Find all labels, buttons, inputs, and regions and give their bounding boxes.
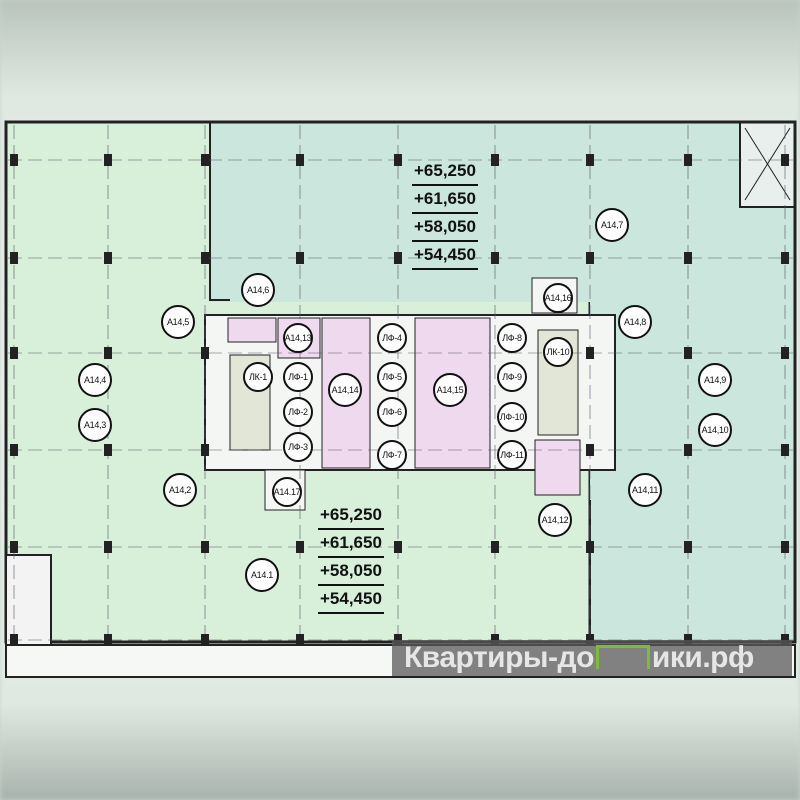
column xyxy=(781,252,789,264)
column xyxy=(296,634,304,646)
elevation-stack-top: +65,250 +61,650 +58,050 +54,450 xyxy=(412,158,478,270)
elevation-label: +54,450 xyxy=(318,586,384,614)
column xyxy=(104,634,112,646)
column xyxy=(296,541,304,553)
column xyxy=(10,154,18,166)
elevation-label: +65,250 xyxy=(412,158,478,186)
column xyxy=(781,347,789,359)
column xyxy=(586,541,594,553)
room-tag-a14-1[interactable]: A14.1 xyxy=(245,558,279,592)
elevation-label: +61,650 xyxy=(318,530,384,558)
column xyxy=(684,444,692,456)
column xyxy=(104,541,112,553)
room-tag-lf-6[interactable]: ЛФ-6 xyxy=(377,397,407,427)
room-tag-a14-16[interactable]: A14,16 xyxy=(543,283,573,313)
column xyxy=(296,252,304,264)
column xyxy=(491,541,499,553)
column xyxy=(10,444,18,456)
house-logo-icon xyxy=(595,645,650,670)
column xyxy=(201,541,209,553)
room-tag-a14-4[interactable]: A14,4 xyxy=(78,363,112,397)
watermark-text-right: ики.рф xyxy=(651,641,754,674)
room-tag-lf-7[interactable]: ЛФ-7 xyxy=(377,440,407,470)
watermark: Квартиры-до ики.рф xyxy=(392,640,792,676)
column xyxy=(10,347,18,359)
column xyxy=(684,347,692,359)
elevation-stack-bottom: +65,250 +61,650 +58,050 +54,450 xyxy=(318,502,384,614)
room-tag-a14-14[interactable]: A14,14 xyxy=(328,373,362,407)
room-tag-a14-13[interactable]: A14,13 xyxy=(283,323,313,353)
elevation-label: +54,450 xyxy=(412,242,478,270)
elevation-label: +61,650 xyxy=(412,186,478,214)
room-tag-a14-6[interactable]: A14,6 xyxy=(241,273,275,307)
room-tag-lf-10[interactable]: ЛФ-10 xyxy=(497,402,527,432)
column xyxy=(394,154,402,166)
column xyxy=(104,444,112,456)
column xyxy=(491,252,499,264)
room-tag-lf-5[interactable]: ЛФ-5 xyxy=(377,362,407,392)
watermark-text-left: Квартиры-до xyxy=(404,641,594,674)
elevation-label: +58,050 xyxy=(318,558,384,586)
room-tag-lf-2[interactable]: ЛФ-2 xyxy=(283,397,313,427)
column xyxy=(201,154,209,166)
column xyxy=(586,154,594,166)
room-tag-a14-15[interactable]: A14,15 xyxy=(433,373,467,407)
room-tag-a14-12[interactable]: A14,12 xyxy=(538,503,572,537)
column xyxy=(781,154,789,166)
column xyxy=(394,252,402,264)
room-tag-lk-10[interactable]: ЛК-10 xyxy=(543,337,573,367)
column xyxy=(394,541,402,553)
column xyxy=(781,444,789,456)
room-tag-a14-9[interactable]: A14,9 xyxy=(698,363,732,397)
column xyxy=(296,154,304,166)
column xyxy=(684,252,692,264)
room-tag-lf-3[interactable]: ЛФ-3 xyxy=(283,432,313,462)
column xyxy=(201,252,209,264)
column xyxy=(10,252,18,264)
column xyxy=(586,444,594,456)
column xyxy=(201,347,209,359)
room-tag-lf-4[interactable]: ЛФ-4 xyxy=(377,323,407,353)
room-tag-lf-11[interactable]: ЛФ-11 xyxy=(497,440,527,470)
column xyxy=(684,154,692,166)
column xyxy=(586,347,594,359)
elevation-label: +58,050 xyxy=(412,214,478,242)
room-tag-a14-10[interactable]: A14,10 xyxy=(698,413,732,447)
column xyxy=(104,252,112,264)
room-tag-a14-5[interactable]: A14,5 xyxy=(161,305,195,339)
column xyxy=(10,541,18,553)
column xyxy=(684,541,692,553)
column xyxy=(201,634,209,646)
room-tag-a14-3[interactable]: A14,3 xyxy=(78,408,112,442)
room-tag-a14-17[interactable]: A14.17 xyxy=(272,477,302,507)
column xyxy=(491,154,499,166)
room-tag-a14-11[interactable]: A14,11 xyxy=(628,473,662,507)
zone-right xyxy=(590,210,795,642)
column xyxy=(586,252,594,264)
room-tag-a14-7[interactable]: A14,7 xyxy=(595,208,629,242)
column xyxy=(201,444,209,456)
column xyxy=(781,541,789,553)
elevation-label: +65,250 xyxy=(318,502,384,530)
column xyxy=(10,634,18,646)
zone-right-top xyxy=(740,205,795,215)
column xyxy=(104,154,112,166)
room-tag-lf-8[interactable]: ЛФ-8 xyxy=(497,323,527,353)
room-tag-a14-8[interactable]: A14,8 xyxy=(618,305,652,339)
room-tag-lf-9[interactable]: ЛФ-9 xyxy=(497,362,527,392)
room-tag-lf-1[interactable]: ЛФ-1 xyxy=(283,362,313,392)
room-tag-lk-1[interactable]: ЛК-1 xyxy=(243,362,273,392)
room-tag-a14-2[interactable]: A14,2 xyxy=(163,473,197,507)
column xyxy=(104,347,112,359)
